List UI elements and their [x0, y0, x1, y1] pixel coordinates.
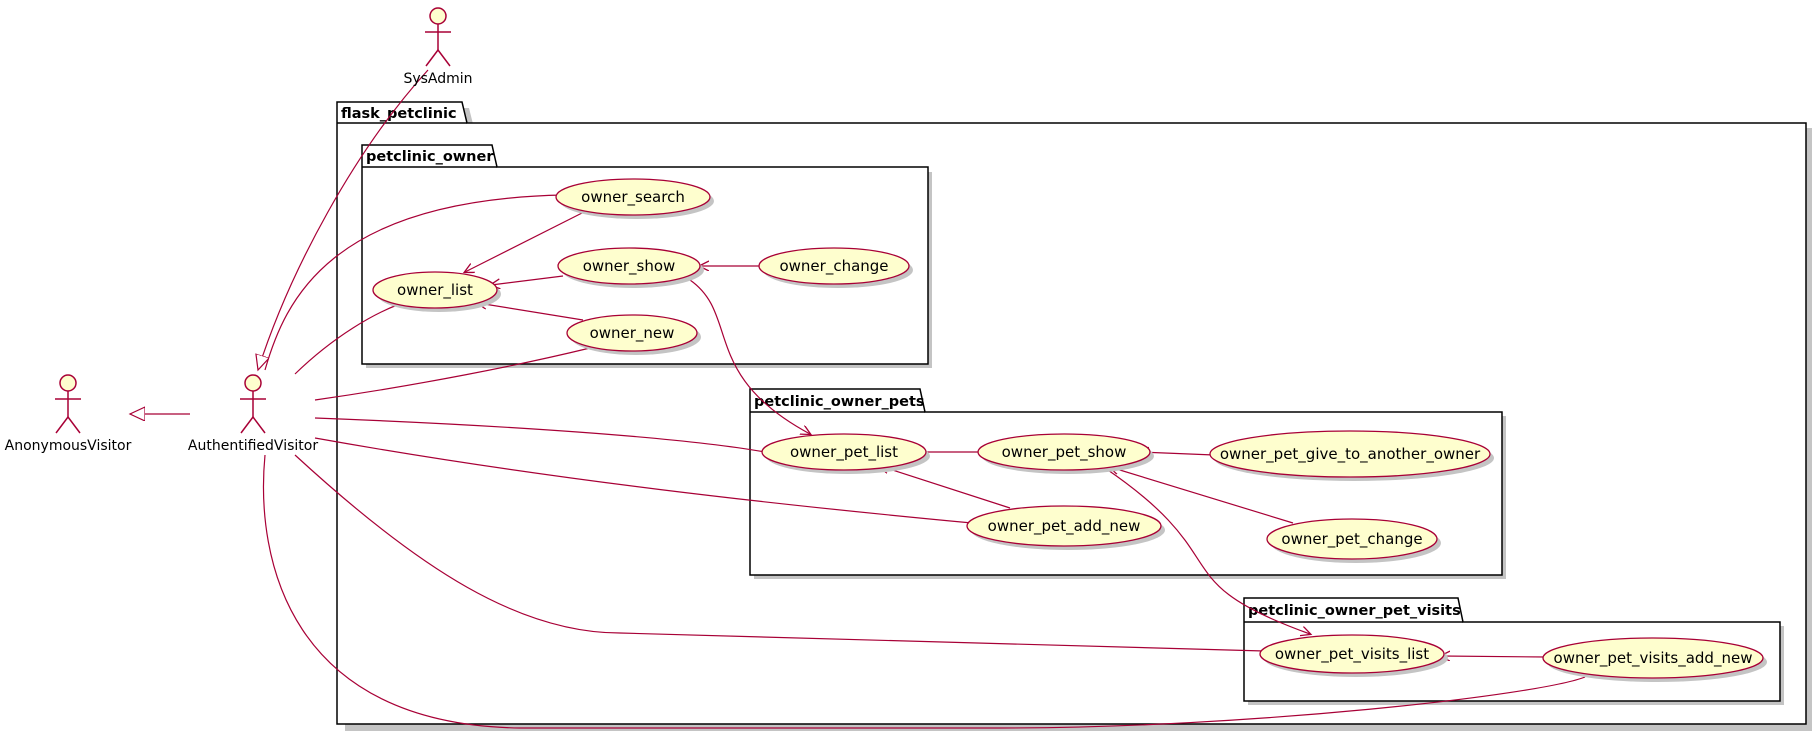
package-title-flask-petclinic: flask_petclinic [341, 106, 457, 122]
actor-head-icon [244, 374, 262, 392]
usecase-owner-pet-list: owner_pet_list [761, 433, 930, 474]
assoc-authentified-owner-pet-add-new [314, 437, 973, 524]
usecase-owner-pet-visits-add-new: owner_pet_visits_add_new [1542, 637, 1767, 682]
usecase-owner-change: owner_change [758, 247, 913, 288]
usecase-owner-pet-visits-list: owner_pet_visits_list [1259, 634, 1448, 677]
usecase-label: owner_pet_visits_add_new [1554, 649, 1753, 668]
assoc-authentified-owner-pet-list [314, 417, 766, 453]
assoc-authentified-owner-search [264, 194, 564, 371]
usecase-owner-list: owner_list [372, 271, 501, 312]
actor-anonymous-visitor [55, 374, 81, 434]
usecase-label: owner_pet_give_to_another_owner [1220, 445, 1481, 464]
usecase-label: owner_pet_list [790, 443, 898, 462]
package-title-petclinic-owner-pets: petclinic_owner_pets [754, 394, 925, 410]
owner-pet-add-new-to-owner-pet-list [880, 466, 1011, 509]
usecase-label: owner_pet_show [1002, 443, 1127, 462]
usecase-owner-pet-give-to-another-owner: owner_pet_give_to_another_owner [1209, 430, 1494, 481]
owner-show-to-owner-pet-list [689, 279, 810, 434]
usecase-label: owner_list [397, 281, 473, 300]
assoc-authentified-owner-pet-visits-add-new [262, 454, 1586, 729]
usecase-owner-new: owner_new [566, 314, 701, 355]
owner-pet-change-to-owner-pet-show [1110, 467, 1294, 524]
owner-new-to-owner-list [478, 303, 584, 321]
usecase-label: owner_pet_visits_list [1275, 645, 1429, 664]
visits-add-new-to-visits-list [1441, 656, 1547, 657]
owner-show-to-owner-list [491, 275, 564, 285]
usecase-label: owner_pet_add_new [988, 517, 1141, 536]
actor-label-anonymous-visitor: AnonymousVisitor [5, 438, 132, 454]
usecase-owner-pet-change: owner_pet_change [1266, 518, 1441, 563]
usecase-label: owner_search [581, 188, 685, 207]
usecase-owner-show: owner_show [557, 247, 704, 288]
usecase-owner-search: owner_search [555, 178, 714, 219]
actor-authentified-visitor [240, 374, 266, 434]
owner-pet-show-to-owner-pet-visits-list [1104, 467, 1310, 634]
usecase-label: owner_change [779, 257, 888, 276]
actor-label-sysadmin: SysAdmin [403, 71, 472, 87]
actor-head-icon [59, 374, 77, 392]
assoc-authentified-owner-pet-visits-list [294, 454, 1265, 652]
owner-search-to-owner-list [465, 211, 585, 272]
sysadmin-generalizes-authentified [258, 69, 429, 370]
actor-head-icon [429, 7, 447, 25]
actor-sysadmin [425, 7, 451, 67]
usecase-label: owner_pet_change [1281, 530, 1422, 549]
assoc-authentified-owner-new [314, 347, 591, 401]
usecase-label: owner_new [590, 324, 675, 343]
package-title-petclinic-owner: petclinic_owner [366, 149, 494, 165]
usecase-owner-pet-show: owner_pet_show [977, 433, 1154, 474]
usecase-label: owner_show [583, 257, 676, 276]
usecase-owner-pet-add-new: owner_pet_add_new [966, 505, 1165, 550]
actor-label-authentified-visitor: AuthentifiedVisitor [188, 438, 318, 454]
package-title-petclinic-owner-pet-visits: petclinic_owner_pet_visits [1248, 603, 1461, 619]
